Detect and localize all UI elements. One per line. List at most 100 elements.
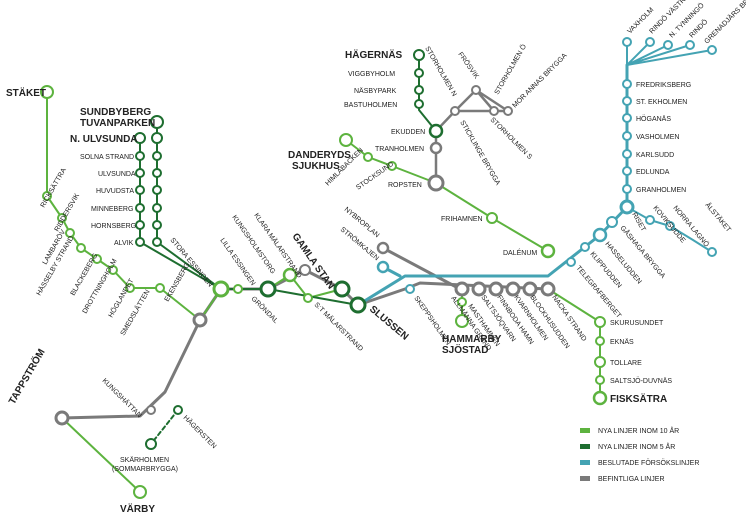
label-saltsjo-duvnas: SALTSJÖ-DUVNÄS — [610, 377, 672, 385]
station-viggbyholm — [414, 68, 424, 78]
station-smedslatten — [155, 283, 165, 293]
label-tollare: TOLLARE — [610, 360, 642, 367]
label-danderyds: DANDERYDS — [288, 150, 351, 161]
station-stocksund — [387, 161, 397, 171]
station-fredriksberg — [622, 79, 632, 89]
line-new10-varby — [61, 417, 141, 493]
station-allmanna-grand — [454, 281, 470, 297]
station-hagernas — [413, 49, 425, 61]
station-riset — [619, 199, 635, 215]
station-grondal — [303, 293, 313, 303]
label-vasholmen: VASHOLMEN — [636, 134, 679, 141]
station-dalenum — [540, 243, 556, 259]
label-storholmen-o: STORHOLMEN Ö — [493, 42, 529, 96]
label-telegrafberget: TELEGRAFBERGET — [574, 265, 622, 320]
line-new5-hagersten — [150, 409, 179, 445]
station-masthamnen — [457, 297, 467, 307]
legend-label-new5: NYA LINJER INOM 5 ÅR — [598, 442, 675, 451]
station-finnboda — [488, 281, 504, 297]
station-huvudsta — [135, 185, 145, 195]
legend-label-existing: BEFINTLIGA LINJER — [598, 476, 665, 483]
station-solna-strand-b — [152, 151, 162, 161]
label-frosvik: FRÖSVIK — [456, 51, 480, 81]
station-grenadjar — [707, 45, 717, 55]
label-minneberg: MINNEBERG — [91, 206, 133, 213]
station-ulvsunda — [135, 168, 145, 178]
label-alvik: ALVIK — [114, 240, 134, 247]
station-saltsjo-duvnas — [595, 375, 605, 385]
label-hammarby: HAMMARBY — [442, 334, 502, 345]
station-kungshattan — [146, 405, 156, 415]
station-saltsjoqvarn — [471, 281, 487, 297]
station-ekudden — [428, 123, 444, 139]
station-ekensberg — [192, 312, 208, 328]
label-fisksatra: FISKSÄTRA — [610, 392, 667, 405]
station-rindo-vastra — [645, 37, 655, 47]
station-s-malarstrand — [333, 280, 351, 298]
station-danderyds-sjukhus — [339, 133, 353, 147]
station-vasholmen — [622, 131, 632, 141]
label-huvudsta: HUVUDSTA — [96, 188, 134, 195]
station-norra-lagno — [665, 221, 675, 231]
station-varby — [133, 485, 147, 499]
station-storholmen-o — [489, 106, 499, 116]
label-hagersten: HÄGERSTEN — [182, 414, 218, 450]
station-hoganas — [622, 113, 632, 123]
label-sticklinge: STICKLINGE BRYGGA — [458, 120, 501, 187]
label-hoganas: HÖGANÄS — [636, 115, 671, 123]
station-hagersten — [173, 405, 183, 415]
station-klara-malarstrand — [282, 267, 298, 283]
line-trial-vaxholm-branches — [626, 41, 713, 66]
station-tuvanparken — [150, 115, 164, 129]
label-n-ulvsunda: N. ULVSUNDA — [70, 134, 138, 145]
label-fredriksberg: FREDRIKSBERG — [636, 82, 691, 89]
label-ulvsunda: ULVSUNDA — [98, 171, 136, 178]
line-existing-nybroplan — [381, 246, 462, 291]
label-ekensberg: EKENSBERG — [164, 262, 192, 303]
label-sjukhus: SJUKHUS — [292, 161, 340, 172]
legend-swatch-trial — [580, 460, 590, 465]
station-tappstrom — [54, 410, 70, 426]
label-skurusundet: SKURUSUNDET — [610, 320, 664, 327]
label-sundbyberg: SUNDBYBERG — [80, 107, 151, 118]
legend-swatch-new5 — [580, 444, 590, 449]
station-blackeberg — [92, 254, 102, 264]
station-nacka-strand — [540, 281, 556, 297]
label-skarholmen: SKÄRHOLMEN — [120, 456, 169, 464]
station-edlunda — [622, 166, 632, 176]
label-ropsten: ROPSTEN — [388, 182, 422, 189]
legend-swatch-new10 — [580, 428, 590, 433]
station-ricksattra — [42, 191, 52, 201]
station-gashaga — [606, 216, 618, 228]
station-kungsholmstorg — [259, 280, 277, 298]
station-solna-strand — [135, 151, 145, 161]
station-labels: STÄKET RICKSÄTTRA RIDDERSVIK LAMBARÖV HÄ… — [5, 0, 746, 515]
legend-swatch-existing — [580, 476, 590, 481]
station-alvik-b — [152, 237, 162, 247]
station-stromkajen — [376, 260, 390, 274]
label-viggbyholm: VIGGBYHOLM — [348, 71, 395, 78]
legend: NYA LINJER INOM 10 ÅR NYA LINJER INOM 5 … — [580, 426, 699, 483]
station-bastuholmen — [414, 99, 424, 109]
label-storholmen-n: STORHOLMEN N — [423, 46, 457, 98]
label-solna-strand: SOLNA STRAND — [80, 154, 134, 161]
label-alstaket: ÅLSTÄKET — [703, 201, 733, 235]
station-tollare — [594, 356, 606, 368]
label-edlunda: EDLUNDA — [636, 169, 670, 176]
label-storholmen-s: STORHOLMEN S — [489, 116, 534, 161]
station-riddersvik — [57, 213, 67, 223]
legend-label-trial: BESLUTADE FÖRSÖKSLINJER — [598, 459, 699, 467]
label-riset: RISET — [630, 212, 647, 234]
label-grondal: GRÖNDAL — [250, 295, 280, 325]
label-varby: VÄRBY — [120, 502, 155, 515]
station-lilla-essingen — [233, 284, 243, 294]
label-frihamnen: FRIHAMNEN — [441, 216, 483, 223]
label-tappstrom: TAPPSTRÖM — [5, 346, 47, 406]
station-minneberg — [135, 203, 145, 213]
station-alvik — [135, 237, 145, 247]
label-dalenum: DALÉNUM — [503, 248, 537, 257]
label-granholmen: GRANHOLMEN — [636, 187, 686, 194]
label-bastuholmen: BASTUHOLMEN — [344, 102, 397, 109]
label-nasbypark: NÄSBYPARK — [354, 87, 397, 95]
station-kovikshudde — [645, 215, 655, 225]
